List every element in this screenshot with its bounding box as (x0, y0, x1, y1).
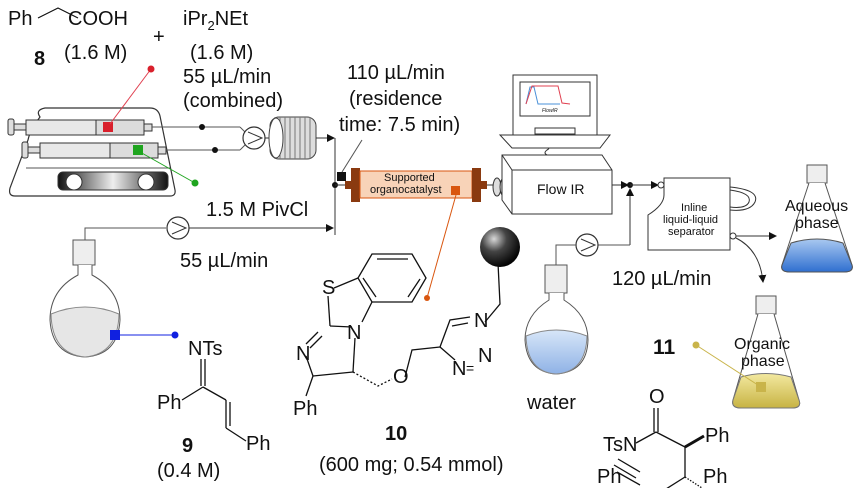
compound-8-number: 8 (34, 48, 46, 70)
ph-label: Ph (703, 466, 728, 488)
triazole-nitrogen: N (452, 358, 467, 380)
water-label: water (527, 392, 576, 414)
aqueous-label-1: Aqueous (785, 198, 849, 215)
green-marker-dot (191, 179, 199, 187)
blue-marker (110, 330, 120, 340)
laptop-icon (498, 74, 612, 149)
catalyst-10-structure (305, 253, 501, 397)
red-marker (103, 122, 113, 132)
resin-bead-icon (480, 227, 520, 267)
water-flask (524, 264, 589, 375)
triazole-nitrogen: N (478, 345, 493, 367)
olive-marker-dot (692, 341, 700, 349)
column-label-1: Supported (384, 172, 435, 184)
residence-line: (residence (349, 88, 443, 110)
aqueous-label-2: phase (795, 215, 839, 232)
organic-label-1: Organic (734, 336, 791, 353)
ph-label: Ph (705, 425, 730, 447)
compound-10-number: 10 (385, 423, 408, 445)
base-label: iPr2NEt (183, 8, 248, 37)
acid-ph-label: Ph (8, 8, 33, 30)
separator-label-2: liquid-liquid (663, 214, 719, 226)
coil-reactor (268, 116, 317, 160)
base-prefix: iPr (183, 8, 208, 30)
wheel-icon (65, 173, 83, 191)
organic-flask (732, 295, 801, 409)
organic-label-2: phase (741, 353, 785, 370)
triazole-double-bond: = (466, 360, 475, 376)
separator-label-3: separator (668, 226, 715, 238)
water-flow-label: 120 µL/min (612, 268, 712, 290)
compound-11-number: 11 (653, 336, 676, 359)
orange-marker-dot (424, 295, 430, 301)
base-suffix: NEt (214, 8, 249, 30)
acid-cooh-label: COOH (68, 8, 128, 30)
pivcl-label: 1.5 M PivCl (206, 199, 309, 221)
compound-9-structure (181, 359, 247, 442)
syringe-pump[interactable] (7, 107, 176, 197)
acid-bond (37, 7, 79, 19)
nts-label: NTs (188, 338, 223, 360)
green-marker (133, 145, 143, 155)
column-label-2: organocatalyst (370, 184, 442, 196)
pivcl-flask (49, 239, 121, 358)
orange-marker (451, 186, 460, 195)
oxygen-atom: O (393, 366, 409, 388)
base-conc-label: (1.6 M) (190, 42, 254, 64)
sample-marker (337, 172, 346, 181)
base-subscript: 2 (207, 18, 215, 33)
wheel-icon (137, 173, 155, 191)
oxygen-atom: O (649, 386, 665, 408)
separator-label-1: Inline (681, 202, 708, 214)
nitrogen-atom: N (347, 322, 362, 344)
pivcl-flow-label: 55 µL/min (180, 250, 269, 272)
compound-10-amount: (600 mg; 0.54 mmol) (319, 454, 504, 476)
flow-ir-unit[interactable] (492, 154, 613, 215)
tsn-label: TsN (603, 434, 638, 456)
product-11-structure (613, 408, 705, 488)
nitrogen-atom: N (296, 343, 311, 365)
triazole-nitrogen: N (474, 310, 489, 332)
liquid-separator[interactable] (647, 177, 757, 251)
residence-time-line: time: 7.5 min) (339, 114, 461, 136)
flow-ir-label: Flow IR (537, 181, 585, 197)
ph-label: Ph (246, 433, 271, 455)
ph-label: Ph (597, 466, 622, 488)
ph-label: Ph (293, 398, 318, 420)
compound-9-number: 9 (182, 435, 194, 457)
ph-label: Ph (157, 392, 182, 414)
combined-note-label: (combined) (183, 90, 284, 112)
combined-flow-label: 55 µL/min (183, 66, 272, 88)
laptop-screen-label: FlowIR (542, 108, 558, 114)
sulfur-atom: S (322, 277, 336, 299)
acid-conc-label: (1.6 M) (64, 42, 128, 64)
reactor-flow-rate: 110 µL/min (347, 62, 445, 84)
compound-9-conc: (0.4 M) (157, 460, 221, 482)
aqueous-flask (781, 164, 853, 273)
blue-marker-dot (171, 331, 179, 339)
plus-sign: + (153, 26, 165, 48)
red-marker-dot (147, 65, 155, 73)
